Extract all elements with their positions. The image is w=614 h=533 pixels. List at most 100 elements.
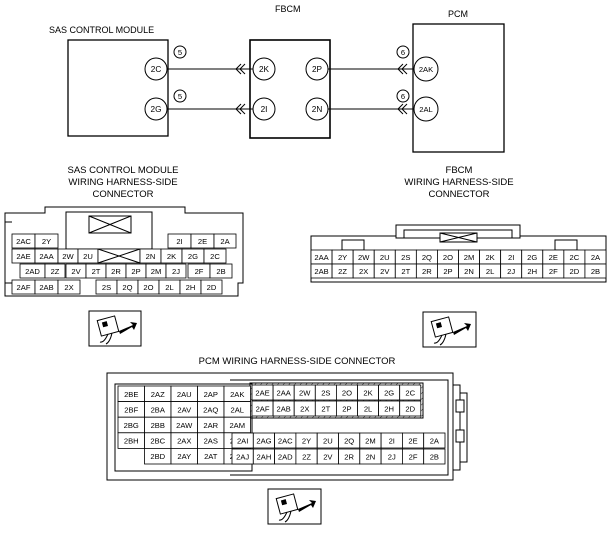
sas-pin-2i: 2I [176, 237, 182, 246]
sas-pin-2q: 2Q [122, 283, 132, 292]
sas-pin-2ad: 2AD [25, 267, 40, 276]
fbcm-pin-2p: 2P [443, 267, 452, 276]
sas-pin-2ac: 2AC [16, 237, 31, 246]
pcm-pin-2ad: 2AD [278, 453, 293, 462]
pcm-pin-2at: 2AT [204, 452, 218, 461]
pcm-pin-2l: 2L [364, 405, 372, 414]
fbcm-pin-2c: 2C [570, 253, 580, 262]
pcm-pin-2aw: 2AW [176, 421, 193, 430]
sas-pin-2j: 2J [172, 267, 180, 276]
sas-pin-2h: 2H [186, 283, 196, 292]
pcm-pin-2w: 2W [299, 389, 311, 398]
pcm-pin-2e: 2E [408, 437, 417, 446]
sas-pin-2d: 2D [207, 283, 217, 292]
pcm-pin-2ap: 2AP [204, 390, 218, 399]
pcm-pin-2bc: 2BC [150, 437, 165, 446]
pcm-pin-2t: 2T [321, 405, 330, 414]
pcm-pin-2af: 2AF [256, 405, 270, 414]
sas-pin-blank-mark [97, 248, 141, 264]
sas-pin-2m: 2M [151, 267, 162, 276]
fbcm-pin-2r: 2R [422, 267, 432, 276]
pcm-pin-2ab: 2AB [276, 405, 290, 414]
pcm-pin-2am: 2AM [229, 421, 245, 430]
sas-pin-2b-cell [209, 263, 233, 279]
sas-pin-2s: 2S [102, 283, 111, 292]
fbcm-connector-title-1: FBCM [446, 165, 473, 176]
fbcm-pin-2s: 2S [401, 253, 410, 262]
sas-pin-2t: 2T [92, 267, 101, 276]
fbcm-pin-2x: 2X [359, 267, 368, 276]
pcm-pin-2ay: 2AY [177, 452, 191, 461]
fbcm-pin-2h: 2H [527, 267, 537, 276]
pcm-module-title: PCM [448, 9, 468, 19]
pcm-pin-2ac: 2AC [278, 437, 293, 446]
fbcm-pin-2j: 2J [507, 267, 515, 276]
pcm-pin-2bg: 2BG [124, 421, 139, 430]
fbcm-pin-2p: 2P [312, 65, 323, 74]
pcm-pin-2ax: 2AX [177, 437, 191, 446]
sas-module-box [67, 39, 169, 137]
pcm-pin-2a-cell [423, 432, 446, 449]
sas-pin-2y-cell [34, 233, 59, 249]
sas-pin-2k: 2K [167, 252, 176, 261]
sas-pin-2r: 2R [111, 267, 121, 276]
sas-pin-2d-cell [200, 279, 223, 295]
fbcm-pin-2ab: 2AB [314, 267, 328, 276]
pcm-pin-2al: 2AL [230, 405, 244, 414]
pcm-connector-title: PCM WIRING HARNESS-SIDE CONNECTOR [199, 356, 396, 367]
sas-pin-2g: 2G [151, 105, 162, 114]
sas-module-title: SAS CONTROL MODULE [49, 25, 154, 35]
pcm-pin-2bh: 2BH [124, 437, 139, 446]
pcm-module-box [412, 23, 505, 153]
pcm-pin-2o: 2O [342, 389, 352, 398]
fbcm-pin-2k: 2K [259, 65, 270, 74]
pcm-pin-2j: 2J [388, 453, 396, 462]
pcm-pin-2x: 2X [300, 405, 309, 414]
sas-pin-2a: 2A [220, 237, 230, 246]
sas-connector: SAS CONTROL MODULE WIRING HARNESS-SIDE C… [4, 165, 244, 297]
pcm-pin-2ag: 2AG [256, 437, 271, 446]
pcm-pin-2bf: 2BF [124, 405, 138, 414]
pcm-pin-2bd: 2BD [150, 452, 165, 461]
sas-pin-2c-cell [203, 248, 227, 264]
sas-pin-2x: 2X [64, 283, 73, 292]
fbcm-pin-2n: 2N [464, 267, 474, 276]
pcm-pin-2al: 2AL [419, 105, 433, 114]
fbcm-pin-2f: 2F [549, 267, 558, 276]
sas-pin-2g: 2G [188, 252, 198, 261]
pcm-pin-2as: 2AS [204, 437, 218, 446]
pcm-pin-2u: 2U [323, 437, 333, 446]
pcm-pin-2aq: 2AQ [203, 405, 218, 414]
sas-pin-2j-cell [165, 263, 187, 279]
wire-5-bottom: 5 [178, 92, 182, 101]
fbcm-pin-2g: 2G [527, 253, 537, 262]
pcm-pin-2i: 2I [389, 437, 395, 446]
sas-pin-2x-cell [57, 279, 81, 295]
fbcm-pin-2m: 2M [464, 253, 475, 262]
pcm-pin-2az: 2AZ [151, 390, 165, 399]
connector-view-icon-fbcm [422, 311, 477, 348]
fbcm-pin-2u: 2U [380, 253, 390, 262]
wire-5-top-badge [173, 45, 187, 59]
pcm-pin-2m: 2M [365, 437, 376, 446]
fbcm-pin-2y: 2Y [338, 253, 347, 262]
pcm-pin-2bb: 2BB [151, 421, 165, 430]
pcm-pin-2h: 2H [384, 405, 394, 414]
wire-6-top: 6 [401, 48, 405, 57]
sas-pin-2aa: 2AA [39, 252, 54, 261]
sas-connector-title-2: WIRING HARNESS-SIDE [68, 177, 177, 188]
wire-5-bottom-badge [173, 89, 187, 103]
pcm-pin-2n: 2N [366, 453, 376, 462]
sas-pin-2b: 2B [216, 267, 225, 276]
wire-6-top-badge [396, 45, 410, 59]
sas-pin-2c: 2C [210, 252, 220, 261]
fbcm-pin-2l: 2L [486, 267, 494, 276]
pcm-pin-2ba: 2BA [151, 405, 166, 414]
fbcm-pin-2k: 2K [485, 253, 494, 262]
pcm-pin-2ak: 2AK [419, 65, 433, 74]
fbcm-module-box [249, 39, 331, 139]
sas-pin-2z-cell [44, 263, 66, 279]
pcm-pin-2y: 2Y [302, 437, 311, 446]
pcm-pin-2s: 2S [321, 389, 330, 398]
connector-view-icon-sas [88, 310, 142, 347]
